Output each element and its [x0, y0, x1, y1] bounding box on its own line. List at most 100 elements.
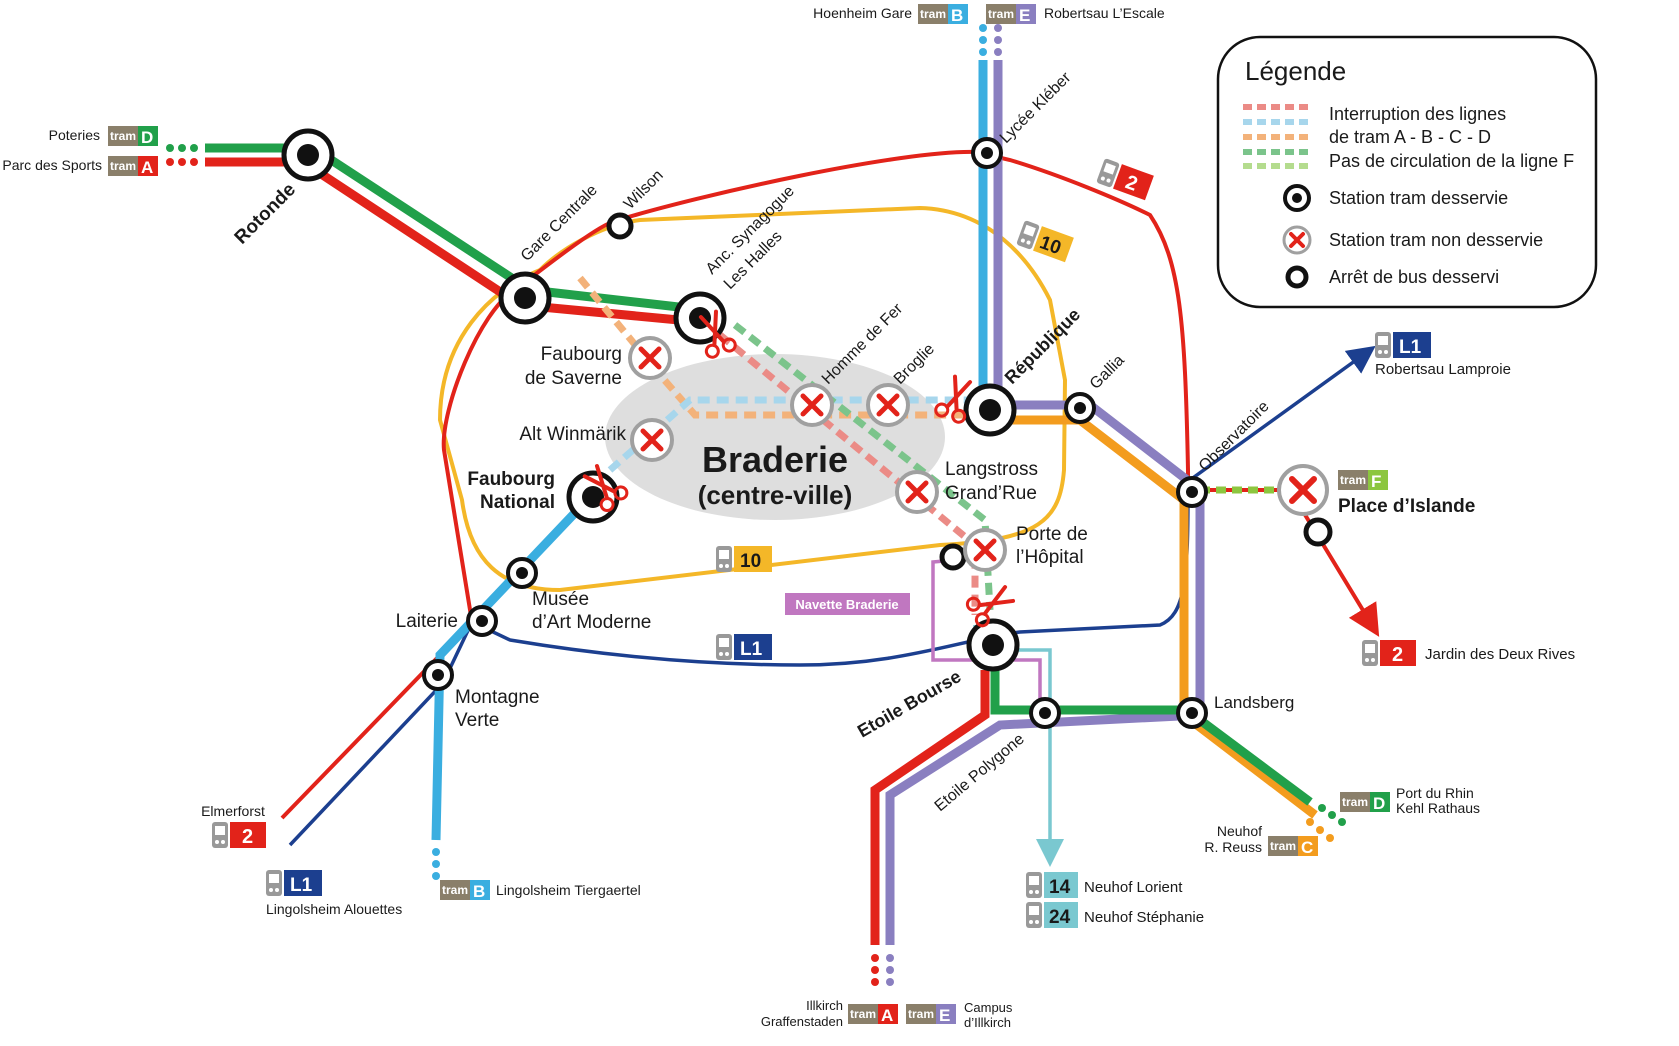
tram-badge-word: tram [110, 159, 136, 173]
bus-stop-porte-hopital[interactable] [939, 543, 967, 571]
legend-unserved-tram: Station tram non desservie [1329, 230, 1543, 250]
cross-icon [632, 420, 672, 460]
station-etoile-bourse[interactable] [966, 618, 1020, 672]
bus-icon [1026, 872, 1042, 898]
station-gare-centrale[interactable] [498, 271, 552, 325]
terminus-campus-2: d’Illkirch [964, 1015, 1011, 1030]
cross-icon [792, 385, 832, 425]
label-lycee-kleber: Lycée Kléber [997, 69, 1075, 147]
terminus-robertsau-escale: Robertsau L’Escale [1044, 5, 1165, 21]
terminus-port-rhin-2: Kehl Rathaus [1396, 800, 1480, 816]
bus-l1-badge-north [1393, 332, 1431, 358]
terminus-elmerforst: Elmerforst [201, 803, 265, 819]
label-republique: République [1001, 304, 1084, 387]
terminus-neuhof-lorient: Neuhof Lorient [1084, 879, 1183, 896]
interruption-blue [607, 396, 985, 473]
bus-2-badge-west [230, 822, 266, 848]
terminus-neuhof-reuss-2: R. Reuss [1204, 839, 1262, 855]
label-porte-hopital-2: l’Hôpital [1016, 547, 1084, 568]
legend-no-service-f: Pas de circulation de la ligne F [1329, 151, 1574, 171]
tram-badge-letter: C [1301, 838, 1313, 857]
tram-d-badge [108, 126, 158, 146]
station-landsberg[interactable] [1176, 697, 1208, 729]
bus-14-badge [1044, 872, 1078, 898]
station-etoile-polygone[interactable] [1029, 697, 1061, 729]
tram-badge-letter: B [951, 6, 963, 25]
tram-a-badge [108, 156, 158, 176]
label-langstross-2: Grand’Rue [945, 483, 1037, 504]
label-musee-2: d’Art Moderne [532, 612, 651, 633]
terminus-port-rhin-1: Port du Rhin [1396, 785, 1474, 801]
bus-stop-wilson[interactable] [606, 212, 634, 240]
station-republique[interactable] [963, 383, 1017, 437]
tram-badge-letter: E [939, 1006, 950, 1025]
station-lycee-kleber[interactable] [971, 137, 1003, 169]
bus-l1-badge-label: L1 [290, 875, 313, 896]
station-dot-icon [1283, 184, 1311, 212]
label-gallia: Gallia [1087, 352, 1128, 393]
label-musee-1: Musée [532, 589, 589, 610]
tram-badge-letter: D [1373, 794, 1385, 813]
label-montagne-verte-2: Verte [455, 710, 499, 731]
navette-badge [785, 593, 910, 615]
label-faubourg-saverne-2: de Saverne [525, 368, 622, 389]
tram-badge-word: tram [850, 1007, 876, 1021]
bus-2-badge-east [1380, 640, 1416, 666]
bus-l1-badge-west [284, 870, 322, 896]
label-landsberg: Landsberg [1214, 693, 1294, 712]
terminus-lingolsheim-alouettes: Lingolsheim Alouettes [266, 901, 402, 917]
label-rotonde: Rotonde [231, 179, 300, 248]
legend-interruption-2: de tram A - B - C - D [1329, 127, 1491, 147]
cross-icon [630, 338, 670, 378]
tram-badge-word: tram [110, 129, 136, 143]
label-broglie: Broglie [891, 341, 938, 388]
label-porte-hopital-1: Porte de [1016, 524, 1088, 545]
tram-d-badge-east [1340, 792, 1390, 812]
tram-badge-word: tram [908, 1007, 934, 1021]
label-montagne-verte-1: Montagne [455, 687, 540, 708]
tram-a-line-south [870, 670, 990, 945]
tram-e-badge-south [906, 1004, 956, 1024]
terminus-lingolsheim-tiergaertel: Lingolsheim Tiergaertel [496, 882, 641, 898]
terminus-neuhof-reuss-1: Neuhof [1217, 823, 1262, 839]
braderie-subtitle: (centre-ville) [698, 480, 853, 510]
tram-c-line [998, 415, 1318, 819]
label-faubourg-national-2: National [480, 492, 555, 513]
bus-l1-badge-label: L1 [1399, 337, 1422, 358]
bus-stop-place-islande[interactable] [1303, 517, 1333, 547]
station-musee[interactable] [506, 557, 538, 589]
bus-stop-icon [1285, 265, 1309, 289]
label-faubourg-national-1: Faubourg [467, 469, 555, 490]
station-laiterie[interactable] [466, 605, 498, 637]
terminus-poteries: Poteries [49, 127, 100, 143]
bus-24-badge-label: 24 [1049, 907, 1071, 928]
bus-icon [1362, 640, 1378, 666]
station-montagne-verte[interactable] [422, 659, 454, 691]
terminus-robertsau-lamproie: Robertsau Lamproie [1375, 361, 1511, 378]
tram-d-line-south [990, 670, 1200, 715]
station-gallia[interactable] [1064, 392, 1096, 424]
tram-badge-letter: A [881, 1006, 893, 1025]
tram-badge-word: tram [1340, 473, 1366, 487]
tram-badge-word: tram [920, 7, 946, 21]
tram-badge-letter: E [1019, 6, 1030, 25]
terminus-campus-1: Campus [964, 1000, 1013, 1015]
tram-badge-letter: D [141, 128, 153, 147]
station-observatoire[interactable] [1176, 476, 1208, 508]
legend: Légende Interruption des lignes de tram … [1216, 35, 1598, 309]
cross-icon [1282, 225, 1312, 255]
legend-title: Légende [1245, 56, 1346, 86]
bus-24-badge [1044, 902, 1078, 928]
bus-icon [1375, 332, 1391, 358]
legend-served-tram: Station tram desservie [1329, 188, 1508, 208]
tram-b-line-west [431, 493, 594, 841]
label-observatoire: Observatoire [1196, 398, 1273, 475]
cross-icon [868, 385, 908, 425]
label-langstross-1: Langstross [945, 459, 1038, 480]
bus-2-badge-label: 2 [1392, 644, 1403, 666]
terminus-neuhof-stephanie: Neuhof Stéphanie [1084, 909, 1204, 926]
label-laiterie: Laiterie [396, 611, 458, 632]
bus-14-badge-label: 14 [1049, 877, 1071, 898]
bus-icon [1026, 902, 1042, 928]
station-rotonde[interactable] [281, 128, 335, 182]
